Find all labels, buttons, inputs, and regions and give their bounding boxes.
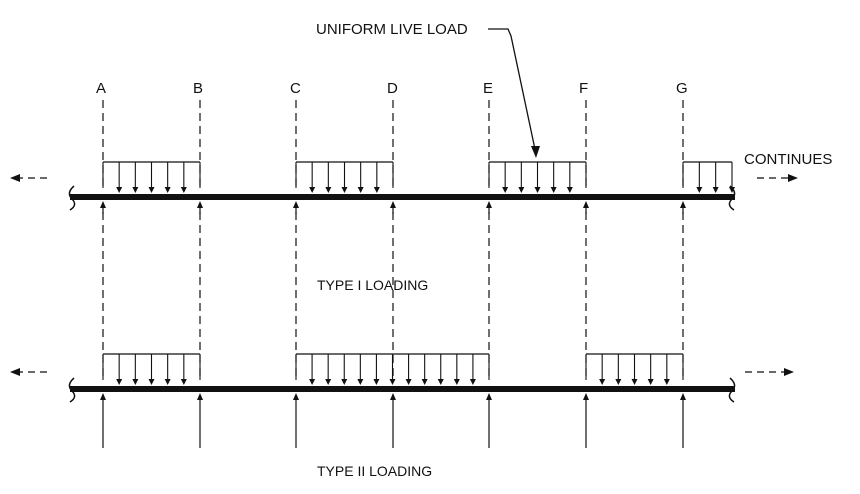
support-label-a: A — [96, 80, 106, 97]
type2-reaction-c — [293, 393, 299, 448]
type1-loads — [102, 161, 735, 193]
type1-reaction-a — [100, 201, 106, 214]
type1-reactions — [100, 201, 686, 214]
type2-break-right — [728, 377, 736, 403]
type2-beam-group — [10, 353, 794, 448]
type2-caption: TYPE II LOADING — [317, 463, 432, 479]
support-label-d: D — [387, 80, 398, 97]
type1-reaction-g — [680, 201, 686, 214]
uniform-live-load-label: UNIFORM LIVE LOAD — [316, 21, 468, 38]
type1-load-3 — [488, 161, 587, 193]
type2-reactions — [100, 393, 686, 448]
type1-load-4 — [682, 161, 735, 193]
type2-reaction-e — [486, 393, 492, 448]
type2-loads — [102, 353, 684, 385]
type1-right-continuation-arrow — [757, 174, 798, 182]
support-label-e: E — [483, 80, 493, 97]
type1-load-1 — [102, 161, 201, 193]
type2-reaction-d — [390, 393, 396, 448]
callout-arrowhead — [531, 146, 540, 158]
type2-break-left — [68, 377, 76, 403]
type1-reaction-e — [486, 201, 492, 214]
type2-load-2 — [295, 353, 490, 385]
type1-caption: TYPE I LOADING — [317, 277, 428, 293]
type2-load-3 — [585, 353, 684, 385]
support-label-g: G — [676, 80, 688, 97]
type2-reaction-a — [100, 393, 106, 448]
type2-left-continuation-arrow — [10, 368, 50, 376]
continues-label: CONTINUES — [744, 151, 832, 168]
support-label-c: C — [290, 80, 301, 97]
type1-beam-group: CONTINUES — [10, 151, 832, 214]
type1-reaction-b — [197, 201, 203, 214]
type1-break-left — [68, 185, 76, 211]
type2-load-1 — [102, 353, 201, 385]
callout-leader-line — [488, 28, 537, 155]
type1-reaction-f — [583, 201, 589, 214]
type1-load-2 — [295, 161, 394, 193]
support-centerlines — [102, 100, 684, 378]
type2-reaction-f — [583, 393, 589, 448]
type2-reaction-b — [197, 393, 203, 448]
type2-right-continuation-arrow — [745, 368, 794, 376]
support-label-f: F — [579, 80, 588, 97]
type2-reaction-g — [680, 393, 686, 448]
type1-reaction-c — [293, 201, 299, 214]
support-label-b: B — [193, 80, 203, 97]
type1-left-continuation-arrow — [10, 174, 50, 182]
type1-reaction-d — [390, 201, 396, 214]
